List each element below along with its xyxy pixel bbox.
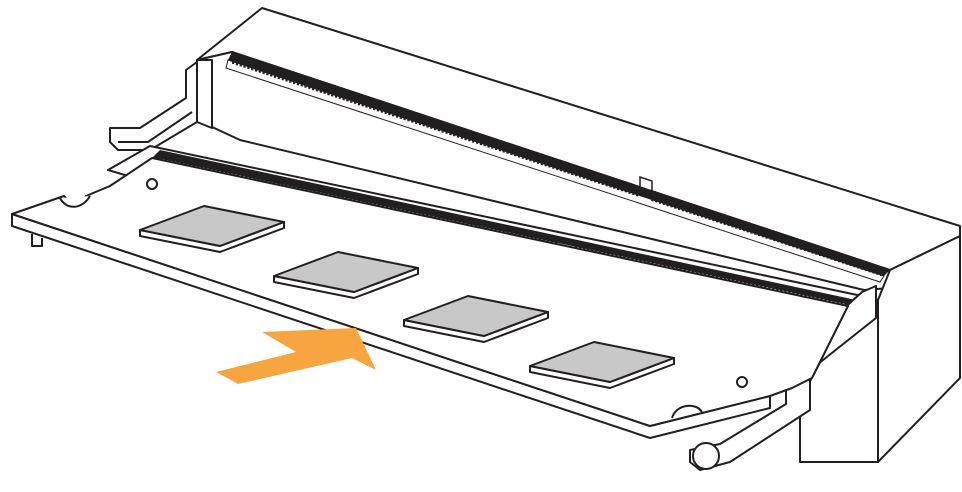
memory-chip [273, 251, 419, 299]
right-latch-lower [689, 367, 811, 471]
memory-chip [403, 295, 549, 343]
upper-slot-channel [225, 52, 890, 283]
memory-chip [529, 341, 675, 389]
memory-chip [139, 205, 285, 253]
memory-chips [139, 205, 675, 389]
insert-direction-arrow [216, 328, 376, 384]
upper-left-latch [109, 61, 198, 151]
